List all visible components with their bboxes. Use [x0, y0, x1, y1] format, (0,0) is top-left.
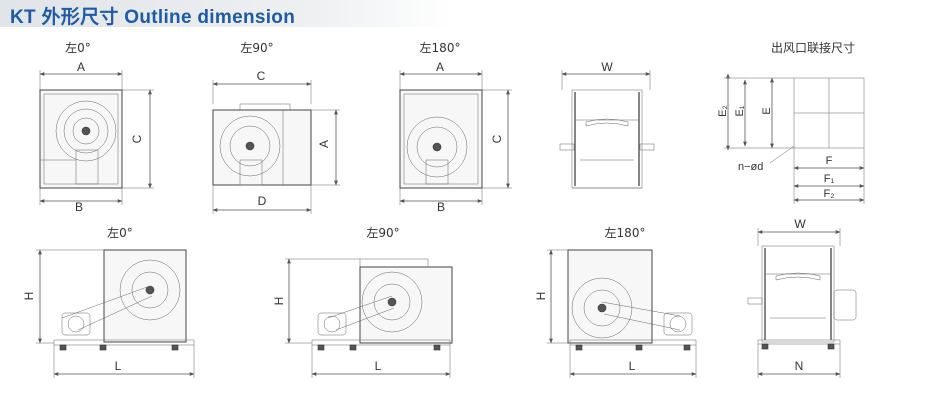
- view-left0-top: 左0° A B C: [39, 40, 154, 214]
- dim-h: H: [22, 292, 36, 301]
- view-front-bottom: W N: [747, 217, 857, 378]
- view-label-left180: 左180°: [420, 40, 461, 55]
- dim-c: C: [130, 134, 144, 143]
- dim-f: F: [826, 155, 833, 167]
- view-left90-top: 左90° C D A: [212, 40, 340, 214]
- dim-d: D: [258, 194, 267, 208]
- dim-f2: F₂: [824, 188, 835, 200]
- view-left180-bottom: 左180° H L: [534, 225, 697, 378]
- dim-e2: E₂: [717, 105, 729, 117]
- view-label-left0: 左0°: [65, 40, 91, 55]
- dim-a: A: [77, 60, 85, 74]
- dim-b: B: [75, 200, 83, 214]
- dim-a-180: A: [436, 60, 444, 74]
- dim-h-90: H: [272, 297, 286, 306]
- dim-a-90: A: [317, 140, 331, 148]
- dim-c-180: C: [490, 134, 504, 143]
- dim-n: N: [795, 359, 804, 373]
- dim-b-180: B: [437, 200, 445, 214]
- dim-w-bottom: W: [794, 217, 806, 231]
- dim-e: E: [761, 107, 773, 114]
- dim-l-180: L: [629, 359, 636, 373]
- view-label-left0-bottom: 左0°: [107, 225, 133, 240]
- view-left180-top: 左180° A B C: [399, 40, 512, 214]
- view-label-left180-bottom: 左180°: [605, 225, 646, 240]
- view-left0-bottom: 左0° H L: [22, 225, 195, 378]
- dim-w: W: [601, 60, 613, 74]
- dim-c-90: C: [257, 69, 266, 83]
- view-label-outlet: 出风口联接尺寸: [771, 40, 855, 55]
- title-bar: KT 外形尺寸 Outline dimension: [0, 0, 452, 28]
- dim-e1: E₁: [734, 105, 746, 116]
- dim-f1: F₁: [824, 173, 835, 185]
- view-label-left90: 左90°: [240, 40, 273, 55]
- view-label-left90-bottom: 左90°: [366, 225, 399, 240]
- dim-nd: n−ød: [738, 161, 763, 173]
- view-front-top: W: [559, 60, 655, 189]
- dim-l: L: [115, 359, 122, 373]
- view-left90-bottom: 左90° H L: [272, 225, 453, 378]
- dim-h-180: H: [534, 292, 548, 301]
- page-title: KT 外形尺寸 Outline dimension: [10, 7, 296, 28]
- dim-l-90: L: [375, 359, 382, 373]
- view-outlet: 出风口联接尺寸 E₂ E₁ E n−ød F F₁ F₂: [717, 40, 865, 204]
